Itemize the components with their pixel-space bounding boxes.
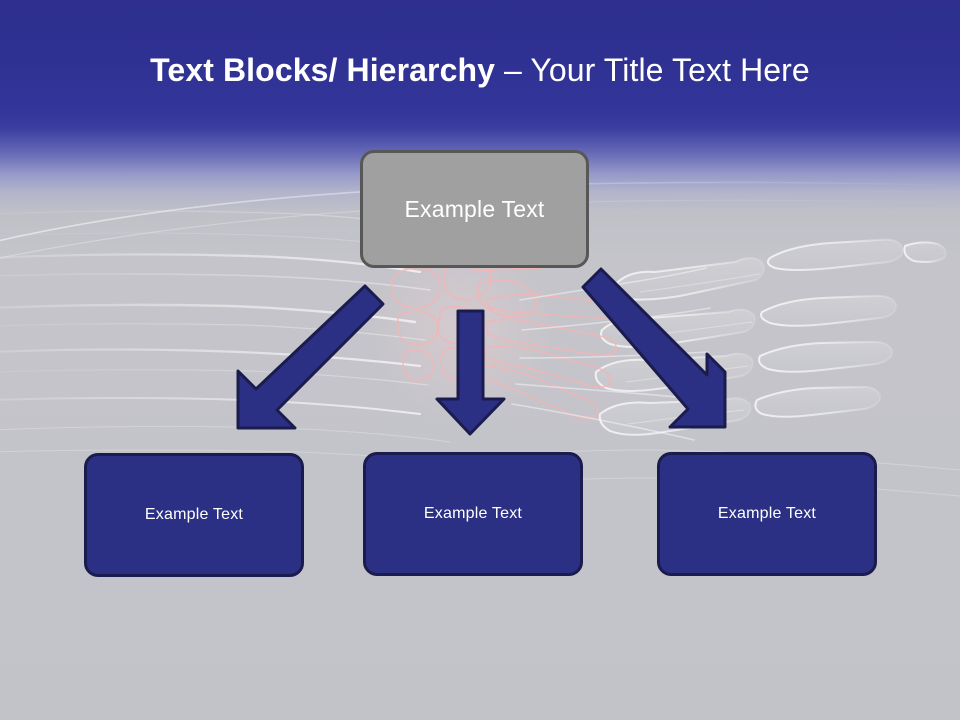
title-light-part: Your Title Text Here xyxy=(530,52,810,88)
title-bold-part: Text Blocks/ Hierarchy xyxy=(150,52,496,88)
page-title: Text Blocks/ Hierarchy – Your Title Text… xyxy=(0,50,960,90)
hierarchy-child-label-3: Example Text xyxy=(717,505,817,522)
hierarchy-child-label-1: Example Text xyxy=(144,506,244,523)
title-separator: – xyxy=(495,52,531,88)
hierarchy-parent-box[interactable]: Example Text xyxy=(360,150,589,268)
hierarchy-child-box-3[interactable]: Example Text xyxy=(657,452,877,576)
hierarchy-parent-label: Example Text xyxy=(404,195,545,222)
hierarchy-child-label-2: Example Text xyxy=(423,505,523,522)
hierarchy-child-box-1[interactable]: Example Text xyxy=(84,453,304,577)
hierarchy-child-box-2[interactable]: Example Text xyxy=(363,452,583,576)
